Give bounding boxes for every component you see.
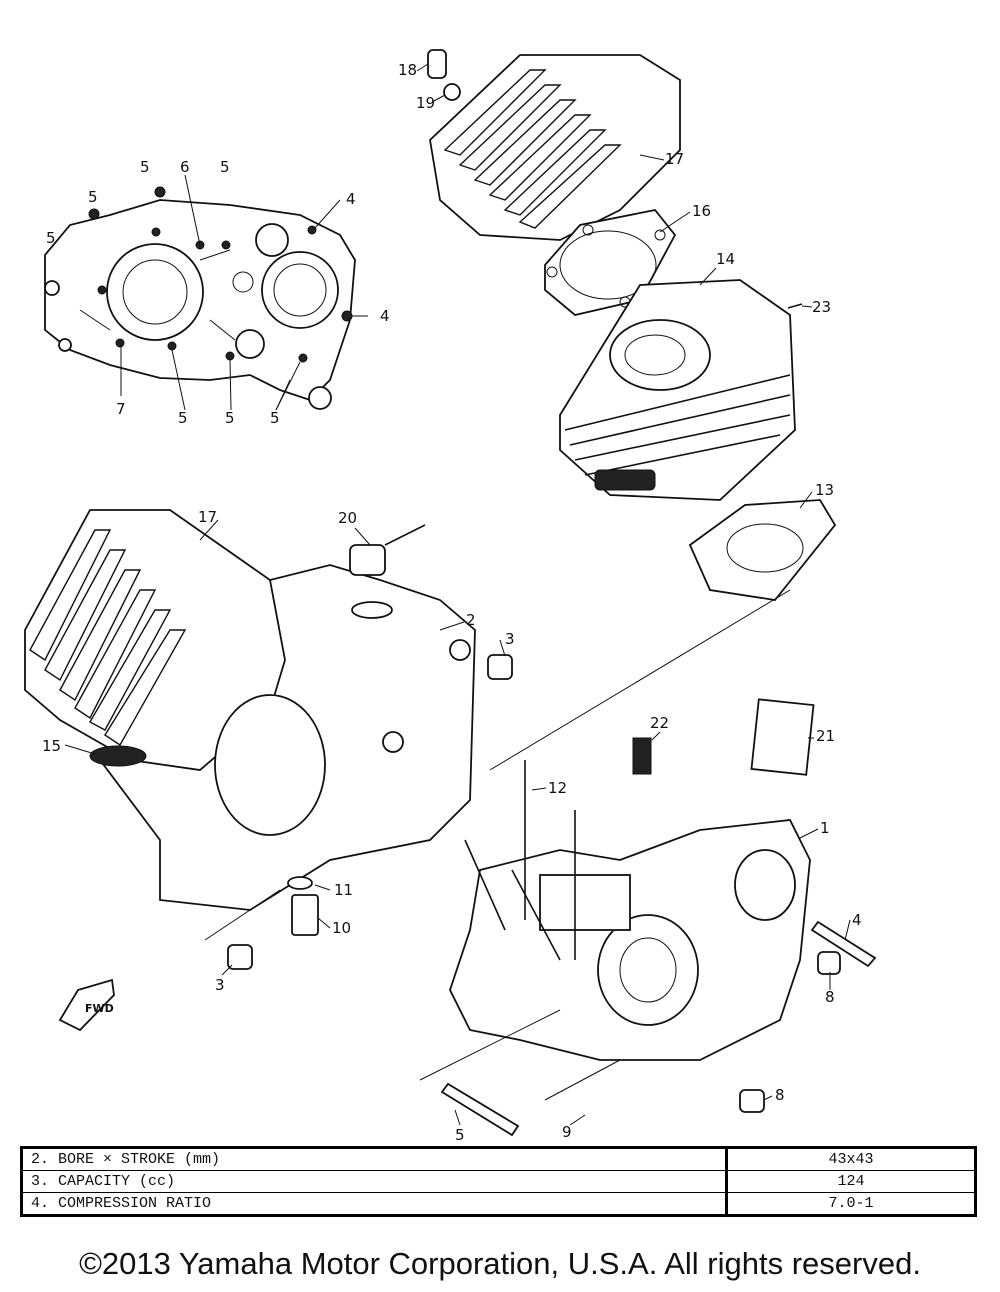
spec-label: 2. BORE × STROKE (mm) — [21, 1147, 727, 1171]
base-gasket — [688, 499, 837, 601]
callout-5f: 5 — [225, 409, 235, 427]
table-row: 3. CAPACITY (cc) 124 — [21, 1170, 976, 1193]
callout-11: 11 — [334, 881, 353, 899]
table-row: 2. BORE × STROKE (mm) 43x43 — [21, 1147, 976, 1171]
callout-14: 14 — [716, 250, 735, 268]
callout-5h: 5 — [455, 1126, 465, 1140]
callout-5b: 5 — [220, 158, 230, 176]
callout-5c: 5 — [88, 188, 98, 206]
callout-19: 19 — [416, 94, 435, 112]
callout-17b: 17 — [198, 508, 217, 526]
callout-3: 3 — [505, 630, 515, 648]
callout-8b: 8 — [775, 1086, 785, 1104]
callout-1: 1 — [820, 819, 830, 837]
callout-labels: 1 2 3 3 4 4 4 5 5 5 5 5 5 5 5 5 6 7 8 8 … — [42, 61, 862, 1140]
callout-23: 23 — [812, 298, 831, 316]
callout-5a: 5 — [140, 158, 150, 176]
callout-4c: 4 — [852, 911, 862, 929]
fwd-label: FWD — [85, 1002, 114, 1015]
fwd-arrow-icon: FWD — [58, 978, 115, 1032]
callout-22: 22 — [650, 714, 669, 732]
callout-12: 12 — [548, 779, 567, 797]
callout-21: 21 — [816, 727, 835, 745]
callout-6: 6 — [180, 158, 190, 176]
callout-5g: 5 — [270, 409, 280, 427]
copyright-notice: ©2013 Yamaha Motor Corporation, U.S.A. A… — [79, 1246, 921, 1281]
callout-5d: 5 — [46, 229, 56, 247]
cylinder-head-top — [427, 49, 681, 241]
spec-table: 2. BORE × STROKE (mm) 43x43 3. CAPACITY … — [20, 1146, 977, 1217]
leader-lines — [64, 63, 851, 1126]
crankcase-inner-view — [44, 174, 368, 411]
table-row: 4. COMPRESSION RATIO 7.0-1 — [21, 1192, 976, 1216]
callout-15: 15 — [42, 737, 61, 755]
callout-13: 13 — [815, 481, 834, 499]
spec-label: 4. COMPRESSION RATIO — [21, 1192, 727, 1216]
callout-5e: 5 — [178, 409, 188, 427]
exploded-parts-diagram: FWD 1 2 3 3 4 4 4 5 5 5 5 5 5 5 5 5 6 7 … — [24, 49, 877, 1140]
spec-value: 43x43 — [725, 1147, 976, 1171]
callout-10: 10 — [332, 919, 351, 937]
left-engine-assembly — [24, 509, 513, 970]
callout-18: 18 — [398, 61, 417, 79]
spec-value: 7.0-1 — [725, 1192, 976, 1216]
callout-4b: 4 — [380, 307, 390, 325]
spec-label: 3. CAPACITY (cc) — [21, 1170, 727, 1193]
callout-9: 9 — [562, 1123, 572, 1140]
callout-17a: 17 — [665, 150, 684, 168]
callout-16: 16 — [692, 202, 711, 220]
callout-3b: 3 — [215, 976, 225, 994]
callout-2: 2 — [466, 611, 476, 629]
callout-20: 20 — [338, 509, 357, 527]
right-crankcase-half — [440, 698, 877, 1137]
cylinder — [559, 279, 803, 501]
callout-7: 7 — [116, 400, 126, 418]
spec-value: 124 — [725, 1170, 976, 1193]
callout-4a: 4 — [346, 190, 356, 208]
callout-8a: 8 — [825, 988, 835, 1006]
